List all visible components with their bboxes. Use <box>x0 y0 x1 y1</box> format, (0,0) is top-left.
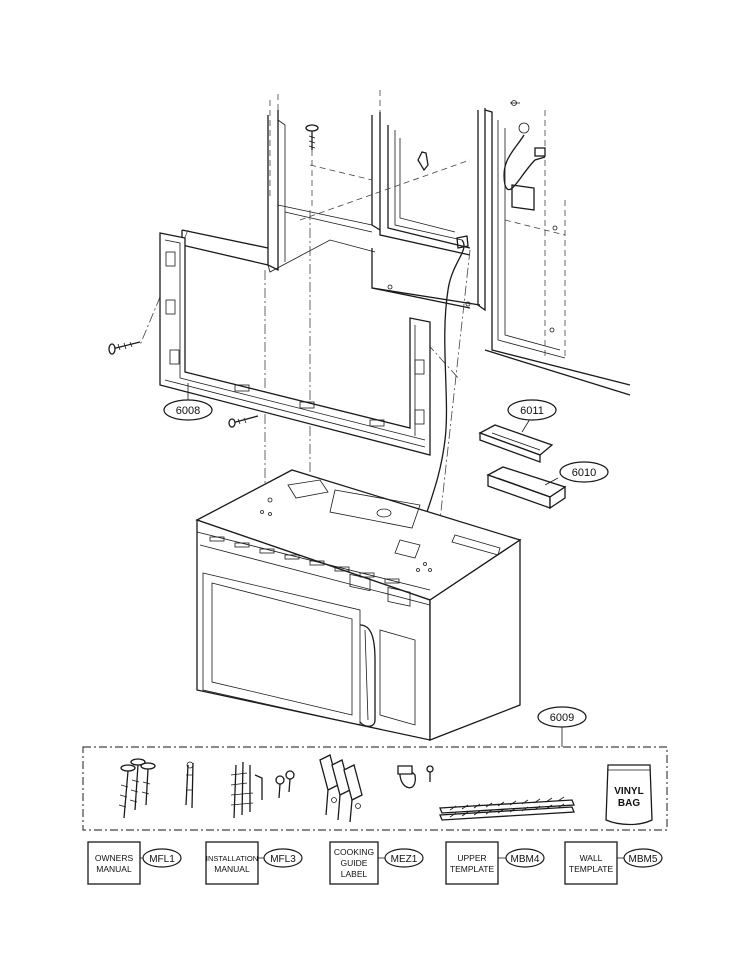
short-screws-icon <box>275 770 295 799</box>
svg-text:MANUAL: MANUAL <box>214 864 250 874</box>
filter-cover <box>478 424 554 463</box>
filter-case <box>486 466 567 510</box>
vinyl-bag-label-line1: VINYL <box>614 786 643 797</box>
wall-anchors-icon <box>185 761 194 809</box>
wall-outlet <box>503 100 546 211</box>
svg-text:6010: 6010 <box>572 467 596 479</box>
long-screws-icon <box>230 761 263 819</box>
svg-text:6009: 6009 <box>550 712 574 724</box>
accessory-kit-box <box>82 746 668 831</box>
guide-line <box>439 249 471 521</box>
cord-clamp-icon <box>397 765 434 789</box>
doc-cooking-guide-label: COOKING GUIDE LABEL MEZ1 <box>329 841 424 885</box>
svg-text:MANUAL: MANUAL <box>96 864 132 874</box>
svg-text:OWNERS: OWNERS <box>95 853 134 863</box>
wing-anchors-icon <box>319 754 363 823</box>
svg-text:LABEL: LABEL <box>341 869 368 879</box>
filter-strips-icon <box>439 796 575 821</box>
callout-6011: 6011 <box>507 399 557 433</box>
hanger-clip <box>417 151 429 172</box>
svg-text:MBM5: MBM5 <box>629 854 658 865</box>
svg-text:INSTALLATION: INSTALLATION <box>206 854 258 863</box>
svg-text:TEMPLATE: TEMPLATE <box>450 864 495 874</box>
svg-text:COOKING: COOKING <box>334 847 374 857</box>
doc-upper-template: UPPER TEMPLATE MBM4 <box>445 841 545 885</box>
svg-text:WALL: WALL <box>580 853 603 863</box>
microwave-oven <box>195 469 522 741</box>
callout-6009: 6009 <box>537 706 587 747</box>
toggle-bolts-icon <box>118 758 156 819</box>
power-cord <box>417 239 465 541</box>
svg-text:6008: 6008 <box>176 405 200 417</box>
svg-text:MBM4: MBM4 <box>511 854 540 865</box>
svg-text:MEZ1: MEZ1 <box>391 854 418 865</box>
svg-text:MFL3: MFL3 <box>270 854 296 865</box>
doc-owners-manual: OWNERS MANUAL MFL1 <box>87 841 182 885</box>
svg-text:TEMPLATE: TEMPLATE <box>569 864 614 874</box>
callout-6010: 6010 <box>544 461 609 486</box>
svg-text:GUIDE: GUIDE <box>341 858 368 868</box>
wall-screw <box>108 341 141 355</box>
vinyl-bag-label-line2: BAG <box>618 798 640 809</box>
guide-line <box>414 329 461 381</box>
svg-text:6011: 6011 <box>520 405 544 417</box>
upper-cabinets <box>181 90 631 396</box>
mounting-frame <box>159 232 431 456</box>
wall-screw <box>228 415 259 428</box>
doc-wall-template: WALL TEMPLATE MBM5 <box>564 841 663 885</box>
doc-installation-manual: INSTALLATION MANUAL MFL3 <box>205 841 303 885</box>
vinyl-bag: VINYL BAG <box>605 764 653 826</box>
callout-6008: 6008 <box>163 383 213 421</box>
top-screw <box>305 124 319 210</box>
svg-text:MFL1: MFL1 <box>149 854 175 865</box>
svg-text:UPPER: UPPER <box>457 853 486 863</box>
